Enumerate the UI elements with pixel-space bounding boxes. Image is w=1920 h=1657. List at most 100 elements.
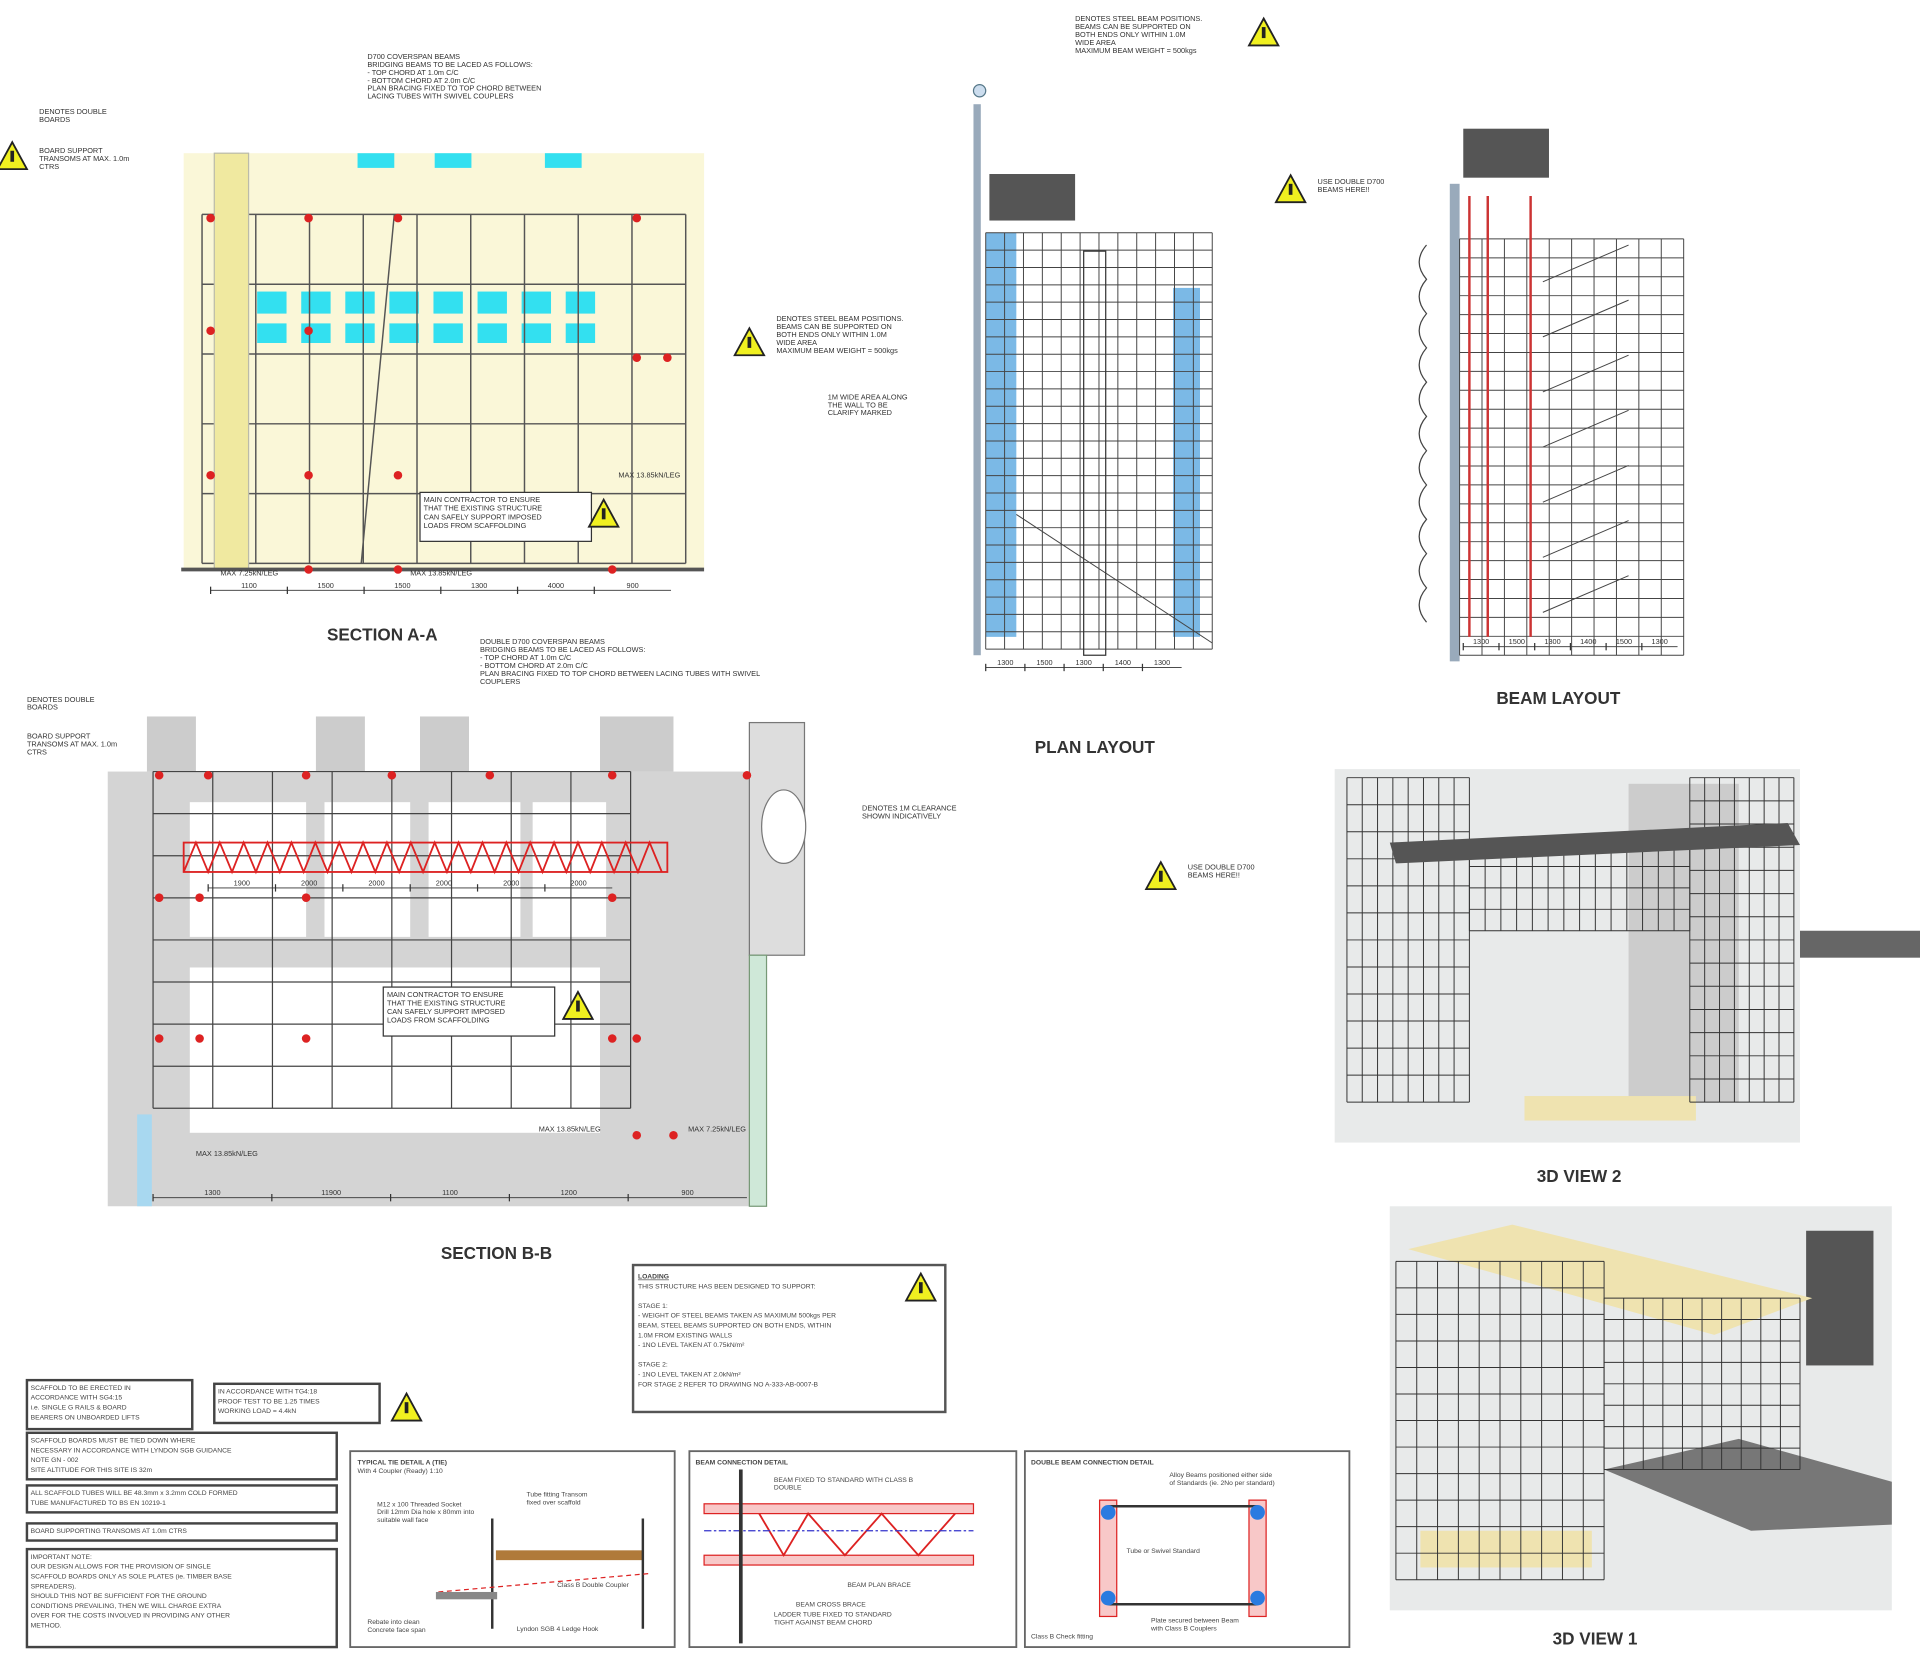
note-line: BEAMS HERE!! (1318, 185, 1370, 194)
note-line: TRANSOMS AT MAX. 1.0m (27, 739, 117, 748)
coupler-marker (485, 770, 495, 780)
coupler-marker (206, 213, 215, 223)
warning-icon (390, 1391, 423, 1422)
note-line: OUR DESIGN ALLOWS FOR THE PROVISION OF S… (31, 1564, 212, 1571)
note-line: COUPLERS (480, 677, 520, 686)
note-line: suitable wall face (377, 1517, 428, 1524)
loading-line: - WEIGHT OF STEEL BEAMS TAKEN AS MAXIMUM… (638, 1313, 836, 1320)
note-line: LOADS FROM SCAFFOLDING (424, 521, 527, 530)
dimension-label: 4000 (548, 581, 564, 590)
coupler-marker (154, 893, 164, 902)
note-line: THAT THE EXISTING STRUCTURE (387, 998, 506, 1007)
note-box (25, 1378, 194, 1431)
coupler-marker (304, 213, 313, 223)
coupler-marker (301, 893, 311, 902)
coupler-marker (304, 470, 313, 480)
dimension-label: 1500 (394, 581, 410, 590)
tie-detail-sub: With 4 Coupler (Ready) 1:10 (358, 1468, 443, 1475)
coupler-marker (206, 470, 215, 480)
dimension-label: 1500 (1509, 637, 1525, 646)
note-line: - TOP CHORD AT 1.0m C/C (480, 653, 572, 662)
note-line: LACING TUBES WITH SWIVEL COUPLERS (367, 92, 513, 101)
3d-view-1-title: 3D VIEW 1 (1553, 1629, 1638, 1649)
note-line: BOTH ENDS ONLY WITHIN 1.0M (1075, 30, 1185, 39)
bracing (1542, 244, 1629, 283)
note-line: Alloy Beams positioned either side (1169, 1472, 1272, 1479)
note-line: BEARERS ON UNBOARDED LIFTS (31, 1414, 141, 1421)
note-line: BEAMS HERE!! (1188, 870, 1240, 879)
note-line: Tube fitting Transom (527, 1491, 588, 1498)
note-line: BOARD SUPPORT (39, 146, 103, 155)
note-line: DENOTES STEEL BEAM POSITIONS. (1075, 14, 1202, 23)
note-line: DENOTES DOUBLE (27, 695, 95, 704)
note-line: DENOTES DOUBLE (39, 107, 107, 116)
plan-layout-title: PLAN LAYOUT (1035, 737, 1156, 757)
note-line: MAIN CONTRACTOR TO ENSURE (424, 495, 541, 504)
loading-heading: LOADING (638, 1274, 669, 1281)
coupler-marker (632, 1034, 642, 1043)
warning-icon (0, 140, 29, 171)
tie-label-d: Lyndon SGB 4 Ledge Hook (517, 1626, 599, 1633)
beam-label-b: BEAM PLAN BRACE (847, 1582, 911, 1589)
coupler-marker (301, 1034, 311, 1043)
window (521, 291, 552, 314)
note-line: fixed over scaffold (527, 1499, 581, 1506)
bracing (1542, 464, 1629, 503)
warning-icon (1274, 173, 1307, 204)
window (389, 323, 419, 343)
note-box (25, 1484, 338, 1514)
note-box (25, 1522, 338, 1542)
loading-line: - 1NO LEVEL TAKEN AT 0.75kN/m² (638, 1342, 745, 1349)
dimension-label: 900 (627, 581, 639, 590)
warning-icon (587, 497, 620, 528)
section-a-a-title: SECTION A-A (327, 625, 438, 645)
dimension-label: 2000 (570, 878, 586, 887)
bracing (1542, 299, 1629, 338)
bb-load-1: MAX 13.85kN/LEG (539, 1125, 601, 1134)
dimension-label: 1200 (561, 1188, 577, 1197)
dimension-label: 1100 (241, 581, 257, 590)
note-box (25, 1547, 338, 1649)
bb-load-2: MAX 7.25kN/LEG (688, 1125, 746, 1134)
coupler-marker (632, 353, 642, 362)
note-line: TIGHT AGAINST BEAM CHORD (774, 1619, 872, 1626)
note-line: TRANSOMS AT MAX. 1.0m (39, 154, 129, 163)
window (301, 291, 331, 314)
dimension-label: 1900 (234, 878, 250, 887)
note-line: DENOTES 1M CLEARANCE (862, 804, 957, 813)
note-line: CONDITIONS PREVAILING, THEN WE WILL CHAR… (31, 1603, 222, 1610)
note-line: BOARDS (39, 115, 70, 124)
note-line: DENOTES STEEL BEAM POSITIONS. (776, 314, 903, 323)
dimension-label: 1500 (1616, 637, 1632, 646)
note-line: BOTH ENDS ONLY WITHIN 1.0M (776, 330, 886, 339)
coupler-marker (154, 770, 164, 780)
dimension-label: 1300 (997, 658, 1013, 667)
coupler-marker (387, 770, 397, 780)
coupler-marker (393, 470, 403, 480)
note-line: CAN SAFELY SUPPORT IMPOSED (424, 512, 542, 521)
coupler-marker (663, 353, 672, 362)
note-line: SCAFFOLD BOARDS MUST BE TIED DOWN WHERE (31, 1438, 196, 1445)
beam-label-c: BEAM CROSS BRACE (796, 1602, 866, 1609)
dimension-label: 1300 (1473, 637, 1489, 646)
bracing (1542, 575, 1629, 613)
note-line: DOUBLE D700 COVERSPAN BEAMS (480, 637, 605, 646)
note-line: BEAMS CAN BE SUPPORTED ON (776, 322, 892, 331)
bracing (1542, 520, 1629, 558)
window (345, 323, 375, 343)
note-line: THE WALL TO BE (828, 400, 888, 409)
note-line: OVER FOR THE COSTS INVOLVED IN PROVIDING… (31, 1613, 231, 1620)
note-line: LADDER TUBE FIXED TO STANDARD (774, 1611, 892, 1618)
note-line: WIDE AREA (1075, 38, 1116, 47)
